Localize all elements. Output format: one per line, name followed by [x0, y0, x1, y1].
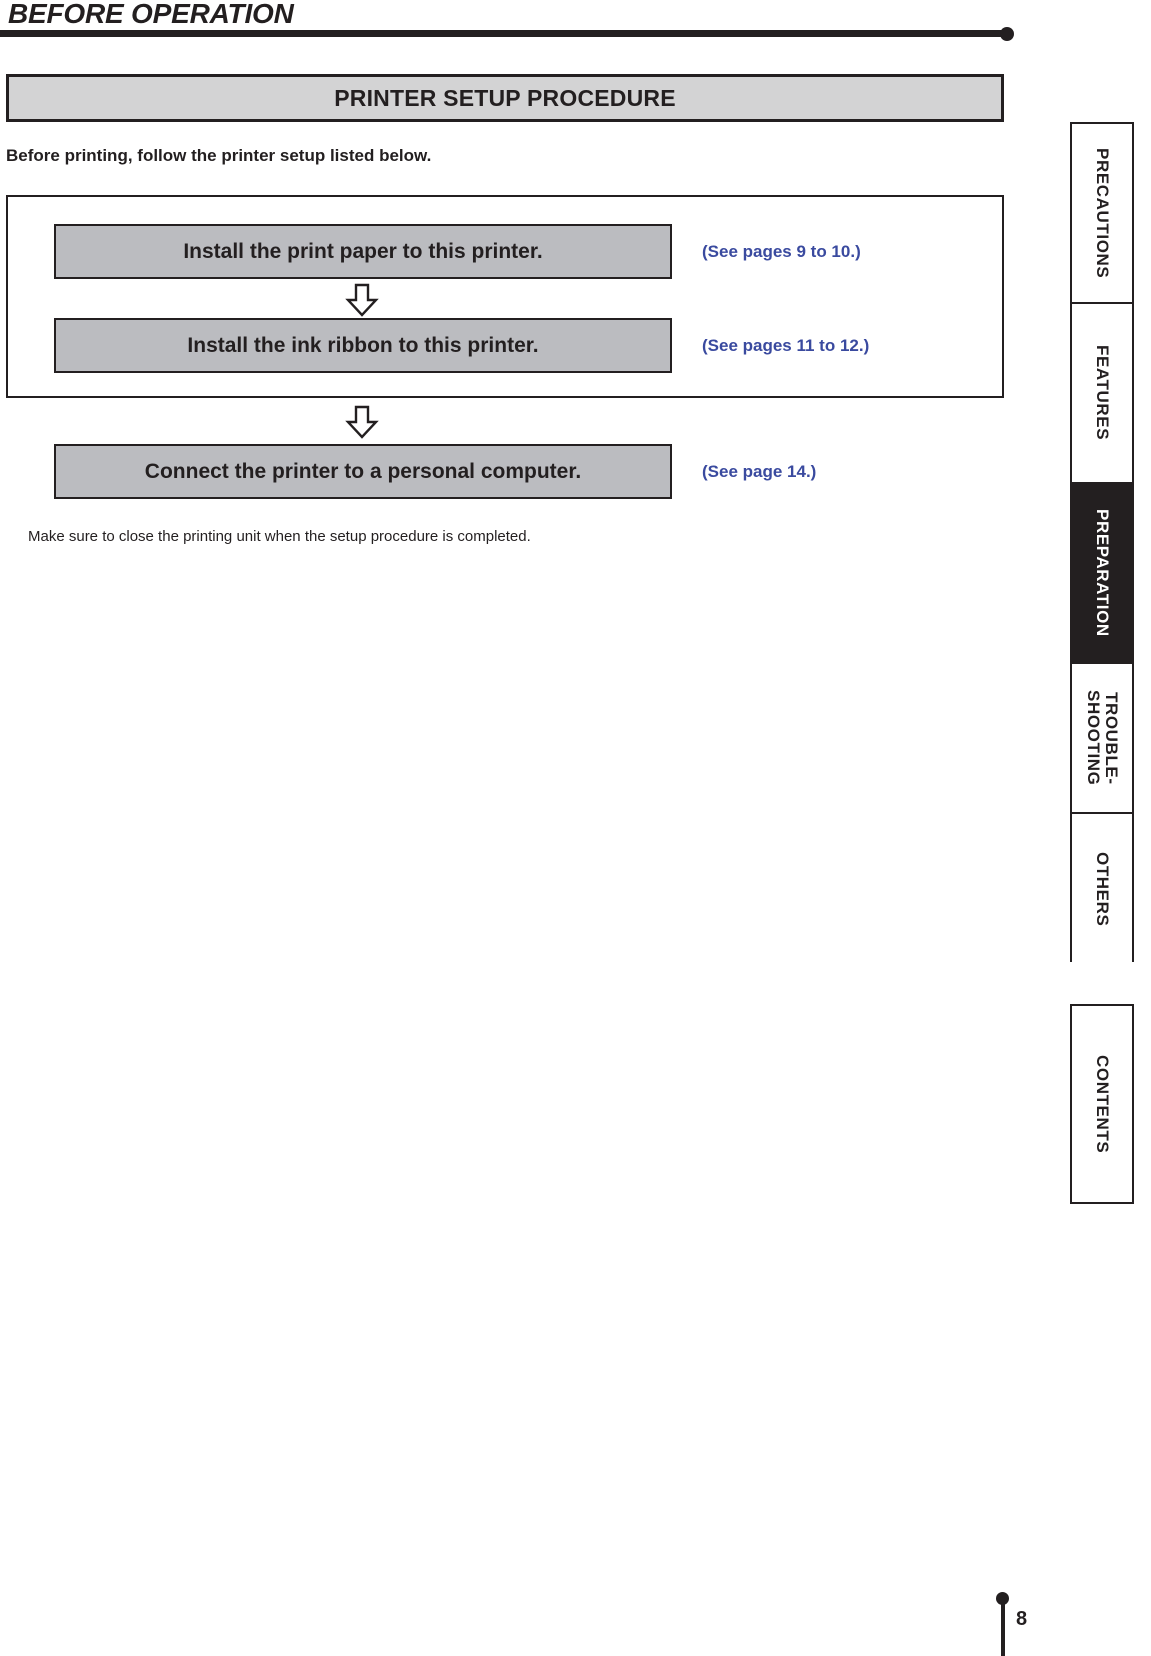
index-tab-label-preparation: PREPARATION [1092, 509, 1112, 637]
page-title: BEFORE OPERATION [8, 0, 294, 29]
intro-text: Before printing, follow the printer setu… [6, 146, 432, 165]
flow-step-label-2: Install the ink ribbon to this printer. [187, 333, 539, 357]
flow-step-label-1: Install the print paper to this printer. [183, 239, 543, 263]
index-tab-others[interactable]: OTHERS [1072, 814, 1132, 964]
header-end-dot-icon [1000, 27, 1014, 41]
index-tab-group-main: PRECAUTIONS FEATURES PREPARATION TROUBLE… [1070, 122, 1134, 964]
index-tab-label-precautions: PRECAUTIONS [1092, 147, 1112, 279]
index-tab-group-contents: CONTENTS [1070, 1004, 1134, 1204]
arrow-down-outline-icon [345, 405, 379, 439]
page-number: 8 [1016, 1608, 1028, 1630]
flow-step-box-2: Install the ink ribbon to this printer. [54, 318, 672, 373]
index-tab-features[interactable]: FEATURES [1072, 304, 1132, 484]
index-tab-label-features: FEATURES [1092, 345, 1112, 441]
footer-stem-rule [1001, 1602, 1005, 1656]
section-banner-title: PRINTER SETUP PROCEDURE [334, 84, 676, 111]
flow-step-label-3: Connect the printer to a personal comput… [144, 459, 582, 483]
flow-step-reference-1: (See pages 9 to 10.) [702, 242, 861, 261]
index-tab-troubleshooting[interactable]: TROUBLE- SHOOTING [1072, 664, 1132, 814]
index-tab-preparation[interactable]: PREPARATION [1072, 484, 1132, 664]
flow-step-box-3: Connect the printer to a personal comput… [54, 444, 672, 499]
flow-group-box [6, 195, 1004, 398]
index-tab-label-contents: CONTENTS [1092, 1054, 1112, 1154]
index-tab-rail: PRECAUTIONS FEATURES PREPARATION TROUBLE… [1070, 122, 1134, 1204]
page-header: BEFORE OPERATION [0, 0, 1030, 46]
arrow-down-outline-icon [345, 283, 379, 317]
flow-step-box-1: Install the print paper to this printer. [54, 224, 672, 279]
footer-dot-icon [996, 1592, 1009, 1605]
index-tab-precautions[interactable]: PRECAUTIONS [1072, 124, 1132, 304]
index-tab-label-troubleshooting: TROUBLE- SHOOTING [1084, 690, 1121, 786]
flow-note-text: Make sure to close the printing unit whe… [28, 528, 531, 545]
index-tab-label-others: OTHERS [1092, 851, 1112, 927]
section-banner: PRINTER SETUP PROCEDURE [6, 74, 1004, 122]
flow-step-reference-2: (See pages 11 to 12.) [702, 336, 870, 355]
footer-page-marker: 8 [996, 1592, 1116, 1656]
header-rule [0, 30, 1010, 37]
flow-step-reference-3: (See page 14.) [702, 462, 817, 481]
index-tab-contents[interactable]: CONTENTS [1072, 1006, 1132, 1202]
